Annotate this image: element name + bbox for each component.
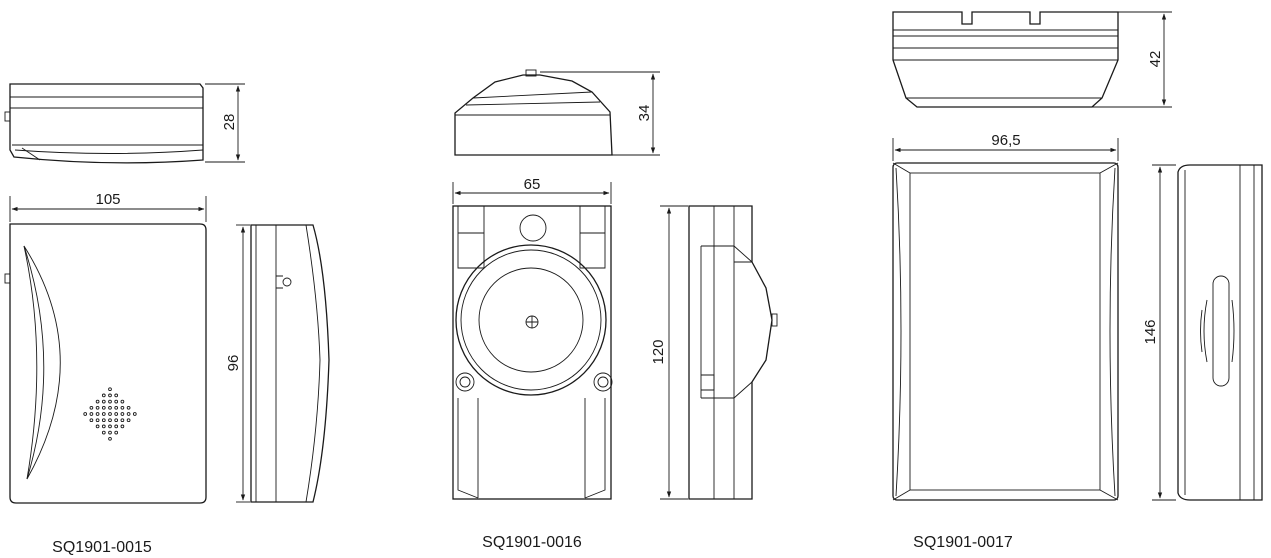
grill-hole (120, 399, 125, 404)
grill-hole (114, 399, 119, 404)
grill-hole (101, 412, 106, 416)
dimension-width-0016: 65 (452, 176, 612, 204)
top-view-0017 (892, 11, 1119, 108)
model-label: SQ1901-0017 (913, 534, 1013, 551)
dim-label-height: 120 (650, 339, 667, 364)
side-view-0015 (250, 224, 330, 503)
dimension-width-0017: 96,5 (892, 132, 1119, 161)
dimension-height-0016: 120 (650, 205, 688, 500)
grill-hole (114, 393, 119, 398)
grill-hole (120, 424, 125, 429)
dim-label-depth: 28 (221, 114, 238, 131)
grill-hole (114, 418, 119, 423)
front-view-0016 (452, 205, 613, 500)
dim-label-width: 105 (95, 191, 120, 208)
grill-hole (83, 412, 88, 416)
grill-hole (95, 412, 100, 416)
grill-hole (89, 412, 94, 416)
grill-hole (114, 405, 119, 410)
grill-hole (108, 405, 112, 410)
grill-hole (101, 393, 106, 398)
grill-hole (108, 430, 112, 435)
grill-hole (89, 418, 94, 423)
dimension-depth-0017: 42 (1092, 11, 1172, 108)
grill-hole (114, 424, 119, 429)
grill-hole (95, 424, 100, 429)
dim-label-depth: 34 (636, 105, 653, 122)
grill-hole (108, 393, 112, 398)
grill-hole (95, 405, 100, 410)
dim-label-width: 65 (524, 176, 541, 193)
dimension-height-0017: 146 (1142, 164, 1176, 501)
grill-hole (126, 405, 131, 410)
grill-hole (120, 412, 125, 416)
top-view-0015 (4, 83, 204, 164)
dimension-height-0015: 96 (225, 224, 250, 503)
grill-hole (132, 412, 137, 416)
dim-label-width: 96,5 (991, 132, 1020, 149)
grill-hole (101, 430, 106, 435)
model-label: SQ1901-0016 (482, 534, 582, 551)
grill-hole (95, 418, 100, 423)
grill-hole (120, 418, 125, 423)
side-view-0016 (688, 205, 778, 500)
dimension-width-0015: 105 (9, 191, 207, 222)
dim-label-depth: 42 (1147, 51, 1164, 68)
dim-label-height: 96 (225, 355, 242, 372)
dimension-depth-0015: 28 (205, 83, 245, 163)
grill-hole (126, 412, 131, 416)
grill-hole (101, 399, 106, 404)
grill-hole (108, 412, 112, 416)
front-view-0015 (4, 223, 207, 504)
grill-hole (120, 405, 125, 410)
device-sq1901-0015: 28 105 96 SQ1901-0015 (4, 83, 330, 556)
device-sq1901-0016: 34 65 120 SQ1901-0016 (452, 69, 778, 551)
dim-label-height: 146 (1142, 319, 1159, 344)
grill-hole (101, 418, 106, 423)
grill-hole (108, 424, 112, 429)
speaker-grill (83, 387, 137, 441)
grill-hole (108, 418, 112, 423)
grill-hole (114, 412, 119, 416)
grill-hole (108, 387, 112, 392)
grill-hole (108, 436, 112, 441)
front-view-0017 (892, 162, 1119, 501)
grill-hole (101, 405, 106, 410)
device-sq1901-0017: 42 96,5 146 SQ1901-0017 (892, 11, 1263, 551)
grill-hole (114, 430, 119, 435)
grill-hole (101, 424, 106, 429)
grill-hole (108, 399, 112, 404)
model-label: SQ1901-0015 (52, 539, 152, 556)
grill-hole (95, 399, 100, 404)
dimension-depth-0016: 34 (540, 71, 660, 156)
grill-hole (89, 405, 94, 410)
top-view-0016 (454, 69, 613, 156)
grill-hole (126, 418, 131, 423)
side-view-0017 (1177, 164, 1263, 501)
